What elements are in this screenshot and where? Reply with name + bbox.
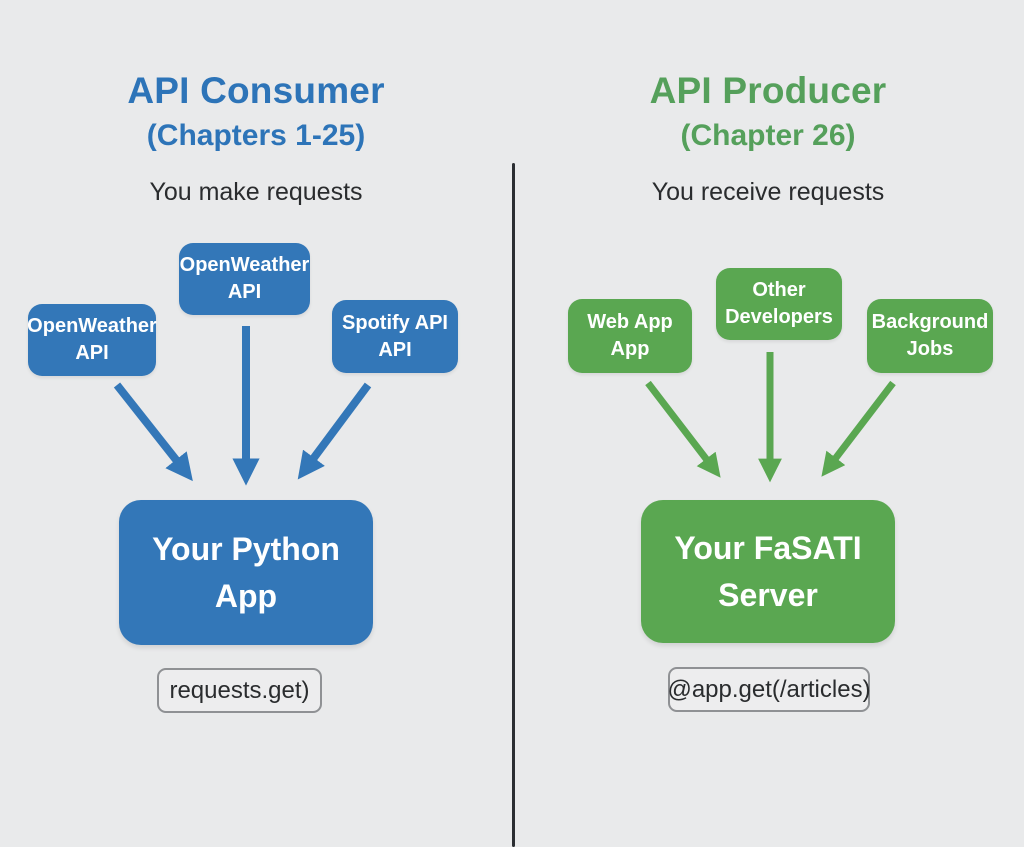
app-get-code-label: @app.get(/articles) [667, 667, 871, 712]
source-box-openweather-middle: OpenWeather API [179, 243, 310, 315]
source-box-label-line: Jobs [906, 338, 954, 360]
source-box-label-line: API [75, 342, 109, 364]
source-box-label-line: OpenWeather [179, 254, 310, 277]
left-panel-header: API Consumer (Chapters 1-25) You make re… [0, 70, 512, 207]
right-panel-tagline: You receive requests [651, 178, 885, 206]
fastapi-server-box: Your FaSATI Server [641, 500, 895, 643]
code-label-text: requests.get) [169, 676, 310, 704]
source-box-label-line: OpenWeather [27, 315, 157, 338]
source-box-label-line: API [378, 338, 412, 361]
arrow-green-right [821, 380, 896, 477]
app-box-label-line: App [214, 577, 278, 614]
divider-line [512, 163, 515, 847]
app-box-label-line: Your FaSATI [674, 530, 862, 567]
python-app-box: Your Python App [119, 500, 373, 645]
arrow-blue-left [113, 382, 193, 482]
left-panel-subtitle: (Chapters 1-25) [146, 119, 366, 152]
left-panel-title: API Consumer [127, 70, 385, 111]
source-box-label-line: Other [752, 279, 806, 302]
right-panel-subtitle: (Chapter 26) [680, 119, 856, 152]
source-box-label-line: Spotify API [342, 311, 448, 334]
right-panel-title: API Producer [649, 70, 887, 111]
source-box-openweather-left: OpenWeather API [27, 304, 157, 376]
code-label-text: @app.get(/articles) [667, 675, 871, 703]
arrow-blue-right [297, 382, 372, 480]
app-box-label-line: Server [718, 576, 818, 613]
arrow-green-left [645, 380, 721, 478]
right-panel-header: API Producer (Chapter 26) You receive re… [512, 70, 1024, 207]
requests-get-code-label: requests.get) [157, 668, 322, 713]
source-box-web-app: Web App App [568, 299, 692, 373]
source-box-label-line: Background [871, 311, 989, 334]
source-box-label-line: Developers [725, 306, 833, 328]
source-box-other-developers: Other Developers [716, 268, 842, 340]
source-box-label-line: Web App [587, 311, 673, 334]
source-box-label-line: API [227, 281, 262, 303]
source-box-background-jobs: Background Jobs [867, 299, 993, 373]
app-box-label-line: Your Python [152, 531, 340, 568]
source-box-spotify: Spotify API API [332, 300, 458, 373]
left-panel-tagline: You make requests [149, 178, 363, 206]
source-box-label-line: App [610, 338, 650, 360]
